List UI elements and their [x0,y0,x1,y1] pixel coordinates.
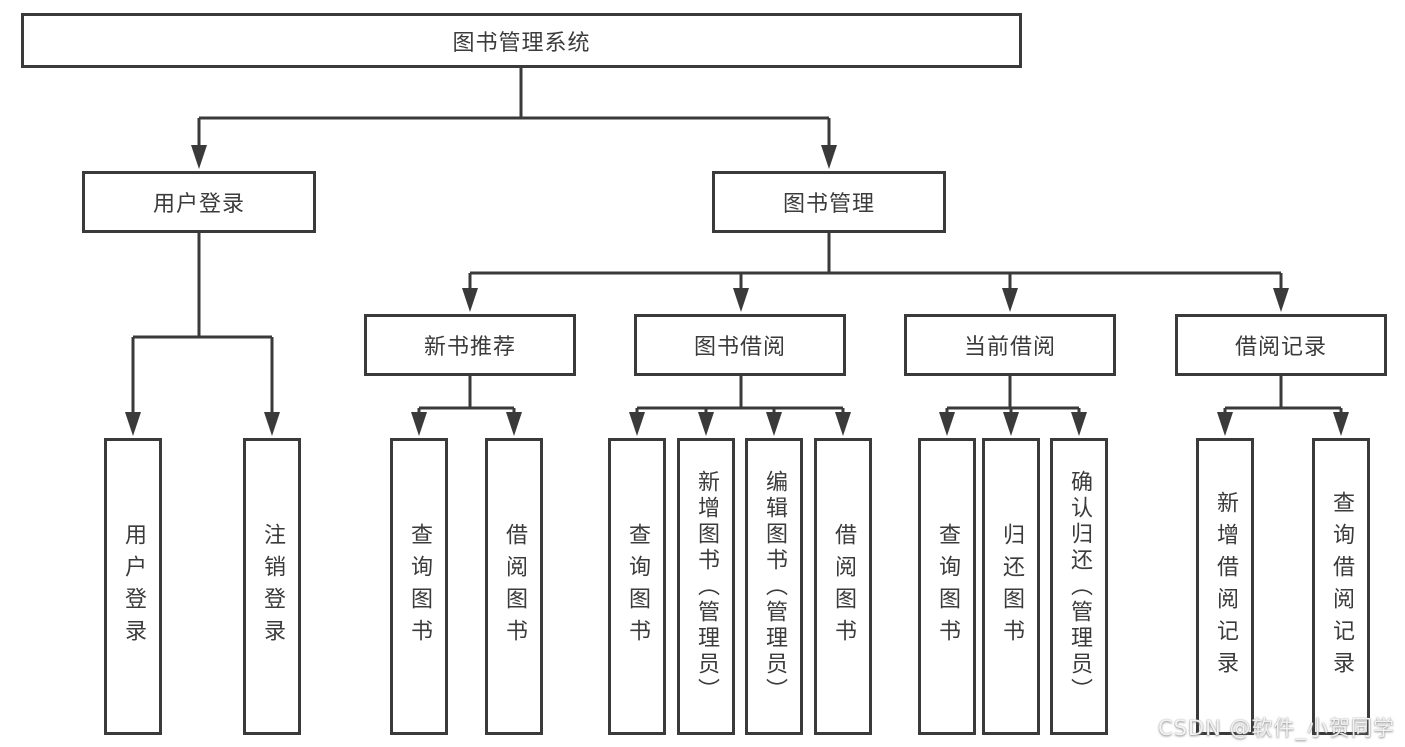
csdn-watermark: CSDN @软件_小贺同学 [1157,716,1395,740]
node-label: 用户登录 [152,192,245,217]
node-label: 查询借阅记录 [1329,490,1354,683]
node-label: 新增借阅记录 [1213,490,1238,683]
node-label: 借阅记录 [1234,335,1327,360]
node-label: 新书推荐 [423,335,516,360]
node-label: 当前借阅 [963,335,1056,360]
node-label: 查询图书 [407,522,432,651]
leaf-add-borrow-record: 新增借阅记录 [1196,438,1254,735]
leaf-query-books-recommend: 查询图书 [390,438,448,735]
leaf-logout: 注销登录 [243,438,301,735]
leaf-user-login: 用户登录 [104,438,162,735]
leaf-borrow-books-recommend: 借阅图书 [485,438,543,735]
node-label: 新增图书（管理员） [694,469,719,704]
leaf-borrow-books-borrowing: 借阅图书 [814,438,872,735]
node-borrowing-records: 借阅记录 [1175,314,1387,376]
node-label: 用户登录 [121,522,146,651]
node-label: 编辑图书（管理员） [762,469,787,704]
leaf-add-book-admin: 新增图书（管理员） [677,438,735,735]
leaf-query-books-current: 查询图书 [918,438,976,735]
leaf-query-borrow-record: 查询借阅记录 [1312,438,1370,735]
node-book-management: 图书管理 [712,171,946,233]
node-new-book-recommendation: 新书推荐 [364,314,576,376]
leaf-confirm-return-admin: 确认归还（管理员） [1050,438,1108,735]
node-label: 图书管理 [782,192,875,217]
node-book-borrowing: 图书借阅 [634,314,846,376]
leaf-query-books-borrowing: 查询图书 [608,438,666,735]
node-label: 图书管理系统 [452,30,591,56]
node-label: 注销登录 [260,522,285,651]
leaf-edit-book-admin: 编辑图书（管理员） [745,438,803,735]
node-label: 查询图书 [625,522,650,651]
leaf-return-books: 归还图书 [982,438,1040,735]
node-label: 归还图书 [999,522,1024,651]
node-label: 查询图书 [935,522,960,651]
node-user-login: 用户登录 [82,171,316,233]
node-label: 借阅图书 [831,522,856,651]
node-current-borrowing: 当前借阅 [904,314,1116,376]
node-label: 借阅图书 [502,522,527,651]
node-label: 图书借阅 [693,335,786,360]
node-label: 确认归还（管理员） [1067,469,1092,704]
node-library-management-system: 图书管理系统 [21,13,1022,68]
